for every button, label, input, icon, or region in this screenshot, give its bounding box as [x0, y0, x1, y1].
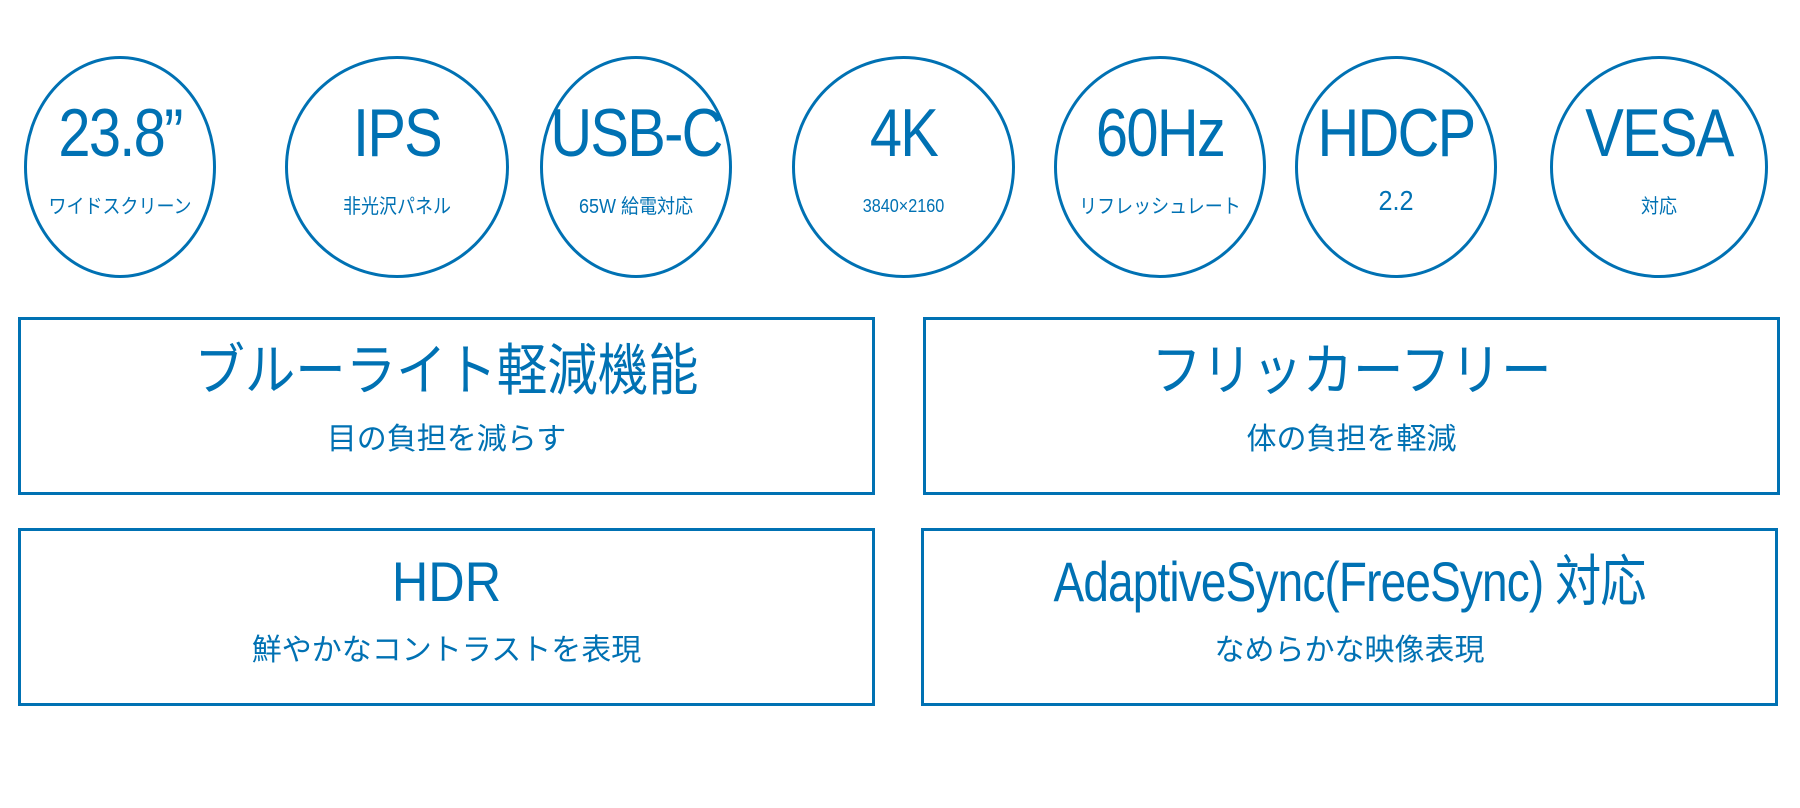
- badge-sub: 65W 給電対応: [578, 196, 694, 218]
- badge-main: USB-C: [550, 95, 723, 171]
- badge-main: 4K: [869, 95, 939, 171]
- badge-main: 23.8”: [58, 95, 183, 171]
- feature-sub: 鮮やかなコントラストを表現: [251, 634, 642, 667]
- badge-screen-size: 23.8” ワイドスクリーン: [24, 56, 216, 278]
- badge-sub: 3840×2160: [862, 196, 945, 216]
- feature-blue-light: ブルーライト軽減機能 目の負担を減らす: [18, 317, 875, 495]
- badge-hdcp: HDCP 2.2: [1295, 56, 1497, 278]
- badge-main: IPS: [352, 95, 443, 171]
- badge-main: VESA: [1585, 95, 1734, 171]
- badge-main: 60Hz: [1095, 95, 1226, 171]
- badge-panel: IPS 非光沢パネル: [285, 56, 509, 278]
- feature-title: フリッカーフリー: [1151, 339, 1552, 402]
- badge-resolution: 4K 3840×2160: [792, 56, 1015, 278]
- badge-sub: 対応: [1641, 196, 1677, 218]
- badge-sub: リフレッシュレート: [1079, 196, 1241, 218]
- badge-refresh-rate: 60Hz リフレッシュレート: [1054, 56, 1266, 278]
- badge-main: HDCP: [1317, 95, 1477, 171]
- badge-sub: 2.2: [1378, 185, 1414, 216]
- badge-usb-c: USB-C 65W 給電対応: [540, 56, 732, 278]
- feature-sub: なめらかな映像表現: [1214, 634, 1485, 667]
- feature-title: HDR: [391, 550, 502, 613]
- feature-flicker-free: フリッカーフリー 体の負担を軽減: [923, 317, 1780, 495]
- badge-sub: 非光沢パネル: [343, 196, 451, 218]
- feature-title: ブルーライト軽減機能: [194, 339, 699, 402]
- feature-adaptive-sync: AdaptiveSync(FreeSync) 対応 なめらかな映像表現: [921, 528, 1778, 706]
- feature-title: AdaptiveSync(FreeSync) 対応: [1053, 550, 1647, 613]
- badge-vesa: VESA 対応: [1550, 56, 1768, 278]
- feature-sub: 体の負担を軽減: [1246, 423, 1457, 456]
- badge-sub: ワイドスクリーン: [48, 196, 192, 218]
- feature-sub: 目の負担を減らす: [326, 423, 567, 456]
- feature-hdr: HDR 鮮やかなコントラストを表現: [18, 528, 875, 706]
